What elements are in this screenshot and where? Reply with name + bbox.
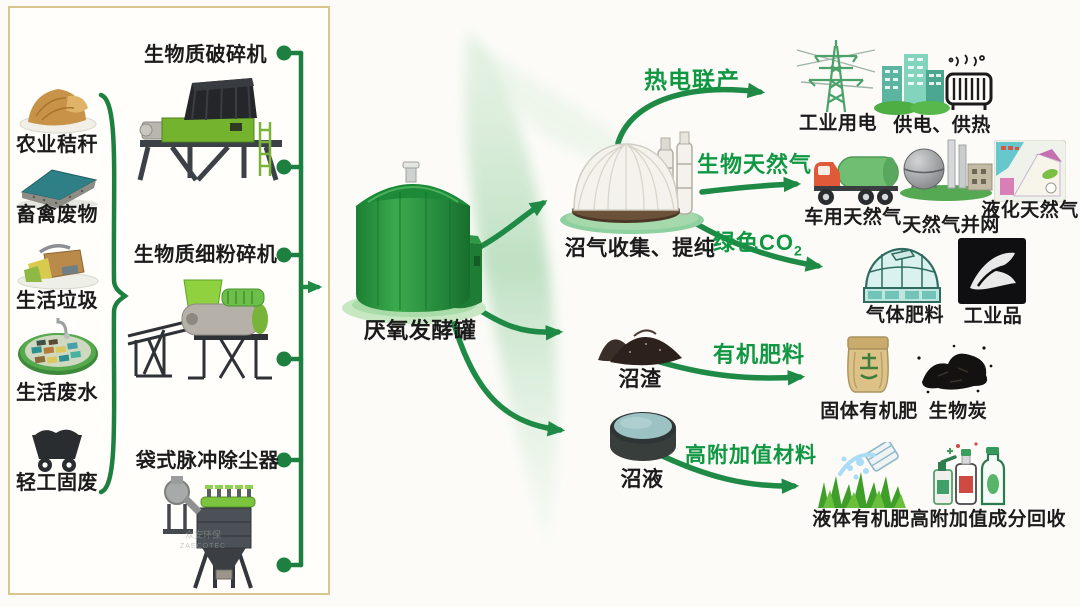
- equipment-label: 生物质细粉碎机: [133, 244, 278, 266]
- biomass-fine-grinder-icon: [127, 279, 272, 380]
- route-bng-label: 生物天然气: [697, 152, 813, 177]
- slurry-label: 沼液: [620, 468, 664, 491]
- product-label: 工业品: [963, 306, 1023, 327]
- product-label: 高附加值成分回收: [909, 509, 1066, 530]
- biochar-icon: [917, 344, 993, 394]
- watermark: 众安环保 ZAECOTEC: [180, 530, 227, 550]
- heater-radiator-icon: [945, 54, 993, 110]
- mine-cart-icon: [32, 429, 82, 472]
- product-label: 供电、供热: [893, 115, 991, 136]
- liquid-fertilizer-grass-icon: [818, 442, 906, 508]
- transmission-tower-icon: [796, 40, 876, 113]
- chemical-bottles-icon: [933, 442, 1006, 506]
- manure-wedge-icon: [18, 169, 98, 209]
- industrial-product-icon: [958, 238, 1026, 304]
- route-chp-label: 热电联产: [644, 67, 740, 93]
- product-label: 液体有机肥: [812, 509, 910, 530]
- straw-plate-icon: [19, 89, 97, 134]
- biomass-shredder-icon: [137, 78, 282, 182]
- biogas-slurry-icon: [610, 412, 676, 461]
- feedstock-label: 农业秸秆: [16, 134, 98, 156]
- equipment-label: 生物质破碎机: [144, 44, 267, 66]
- wastewater-pond-icon: [18, 318, 98, 375]
- city-buildings-icon: [874, 54, 950, 115]
- product-label: 固体有机肥: [820, 401, 918, 422]
- product-label: 气体肥料: [865, 305, 944, 326]
- biogas-label: 沼气收集、提纯: [564, 237, 716, 260]
- feedstock-label: 生活废水: [16, 382, 98, 404]
- equipment-label: 袋式脉冲除尘器: [135, 450, 280, 472]
- gas-truck-icon: [814, 156, 899, 205]
- route-highvalue-label: 高附加值材料: [685, 444, 817, 467]
- product-label: 工业用电: [798, 113, 877, 134]
- feedstock-label: 生活垃圾: [16, 290, 98, 312]
- anaerobic-digester-icon: [342, 161, 486, 324]
- biogas-holder-icon: [560, 131, 704, 234]
- feedstock-label: 轻工固废: [16, 472, 98, 494]
- digester-label: 厌氧发酵罐: [363, 318, 477, 343]
- product-label: 液化天然气: [981, 200, 1079, 221]
- bag-pulse-dust-collector-icon: [163, 476, 256, 589]
- garbage-pile-icon: [17, 244, 99, 290]
- gas-grid-plant-icon: [900, 139, 993, 201]
- route-fertilizer-label: 有机肥料: [713, 342, 806, 367]
- product-label: 天然气并网: [902, 215, 1000, 236]
- residue-label: 沼渣: [618, 368, 662, 391]
- product-label: 生物炭: [928, 401, 988, 422]
- fertilizer-bag-icon: [847, 336, 889, 393]
- lng-plant-icon: [994, 140, 1066, 202]
- feedstock-label: 畜禽废物: [16, 204, 98, 226]
- product-label: 车用天然气: [804, 207, 902, 228]
- greenhouse-icon: [863, 247, 941, 303]
- power-heat-supply-icons: [874, 48, 994, 116]
- route-co2-label: 绿色CO2: [713, 230, 803, 259]
- biogas-residue-icon: [598, 329, 682, 366]
